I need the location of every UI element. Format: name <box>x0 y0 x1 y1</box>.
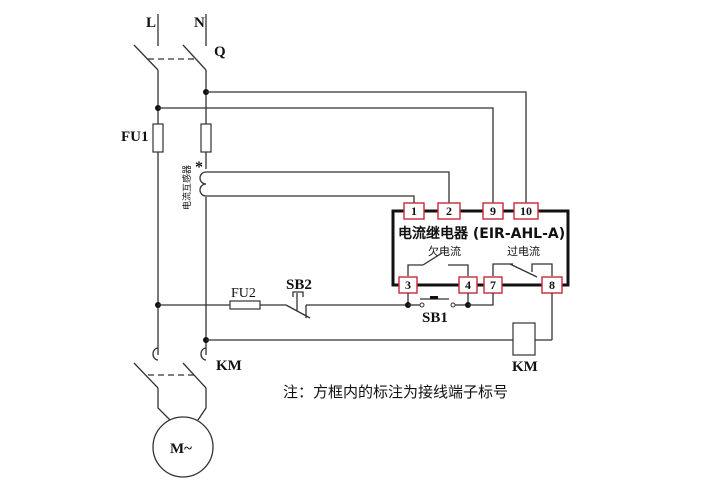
wire-to-terminal-9 <box>158 107 494 206</box>
label-L: L <box>146 15 156 31</box>
wire-to-terminal-10 <box>206 91 527 206</box>
relay-box <box>391 209 570 287</box>
wire-to-terminal-1 <box>206 195 415 206</box>
label-SB1: SB1 <box>422 310 448 326</box>
fuse-FU2 <box>229 300 261 310</box>
contactor-KM-main-contacts <box>133 347 207 421</box>
label-FU2: FU2 <box>231 286 256 301</box>
ct-star: * <box>195 159 203 176</box>
label-Q: Q <box>214 44 226 60</box>
terminal-10: 10 <box>513 202 539 220</box>
fuse-FU1-left <box>152 123 164 153</box>
stop-button-SB2 <box>285 291 311 319</box>
label-KM-main: KM <box>216 358 242 374</box>
note: 注：方框内的标注为接线端子标号 <box>283 383 508 401</box>
relay-title: 电流继电器 (EIR-AHL-A) <box>398 225 565 242</box>
svg-text:8: 8 <box>549 278 555 292</box>
terminal-3: 3 <box>398 276 418 294</box>
svg-text:7: 7 <box>490 278 496 292</box>
svg-text:10: 10 <box>520 204 532 218</box>
terminal-1: 1 <box>403 202 425 220</box>
breaker-Q <box>133 44 207 71</box>
terminal-8: 8 <box>541 276 563 294</box>
contactor-coil-KM <box>512 322 536 356</box>
label-motor: M~ <box>170 441 192 457</box>
label-SB2: SB2 <box>286 277 312 293</box>
terminal-9: 9 <box>482 202 504 220</box>
svg-text:1: 1 <box>411 204 417 218</box>
svg-text:2: 2 <box>446 204 452 218</box>
undercurrent-contact <box>407 252 469 276</box>
label-undercurrent: 欠电流 <box>428 244 461 258</box>
terminal-7: 7 <box>483 276 503 294</box>
reset-button-SB1 <box>408 296 468 308</box>
motor <box>152 416 214 478</box>
terminal-4: 4 <box>458 276 478 294</box>
svg-text:4: 4 <box>465 278 471 292</box>
label-KM-coil: KM <box>512 359 538 375</box>
current-transformer-coil <box>199 169 212 197</box>
label-FU1: FU1 <box>121 129 149 145</box>
fuse-FU1-right <box>200 123 212 153</box>
label-overcurrent: 过电流 <box>507 244 540 258</box>
overcurrent-contact <box>492 263 553 278</box>
wire-to-terminal-2 <box>206 171 450 206</box>
label-ct: 电流互感器 <box>181 165 193 210</box>
svg-text:3: 3 <box>405 278 411 292</box>
wire-4-to-7 <box>468 293 494 306</box>
terminal-2: 2 <box>437 202 461 220</box>
label-N: N <box>194 15 205 31</box>
svg-text:9: 9 <box>490 204 496 218</box>
